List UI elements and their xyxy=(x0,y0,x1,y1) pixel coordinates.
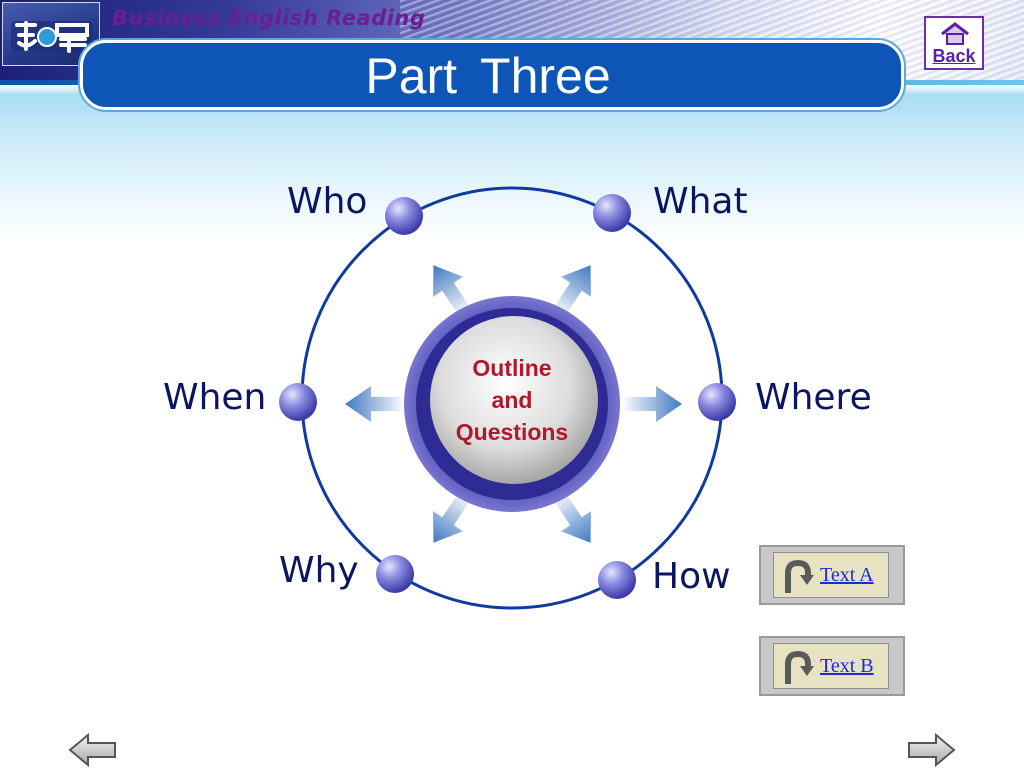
center-label-line-1: Outline xyxy=(472,355,552,381)
logo-icon xyxy=(2,2,100,66)
node-label-where: Where xyxy=(755,377,872,418)
node-label-how: How xyxy=(652,556,731,597)
center-label-line-2: and xyxy=(491,387,533,413)
node-where-ball xyxy=(698,383,736,421)
node-label-who: Who xyxy=(287,181,368,222)
node-why-ball xyxy=(376,555,414,593)
node-how-ball xyxy=(598,561,636,599)
node-label-what: What xyxy=(653,181,748,222)
text-a-button-face: Text A xyxy=(773,552,889,598)
back-button[interactable]: Back xyxy=(924,16,984,70)
node-who-ball xyxy=(385,197,423,235)
node-what-ball xyxy=(593,194,631,232)
node-label-why: Why xyxy=(279,550,359,591)
return-arrow-icon xyxy=(785,559,814,593)
course-title: Business English Reading xyxy=(112,6,426,30)
arrow-when xyxy=(345,386,405,422)
text-b-link[interactable]: Text B xyxy=(820,655,874,677)
home-icon xyxy=(941,22,969,45)
back-label: Back xyxy=(932,46,976,66)
text-b-button-face: Text B xyxy=(773,643,889,689)
arrow-where xyxy=(622,386,682,422)
page-title: Part Three xyxy=(365,48,611,104)
node-label-when: When xyxy=(163,377,267,418)
node-when-ball xyxy=(279,383,317,421)
text-a-link[interactable]: Text A xyxy=(820,564,874,586)
return-arrow-icon xyxy=(785,650,814,684)
next-arrow-icon[interactable] xyxy=(906,733,956,767)
text-b-button[interactable]: Text B xyxy=(759,636,905,696)
center-label: Outline and Questions xyxy=(428,352,596,448)
center-label-line-3: Questions xyxy=(455,419,569,445)
prev-arrow-icon[interactable] xyxy=(68,733,118,767)
text-a-button[interactable]: Text A xyxy=(759,545,905,605)
center-hub xyxy=(430,316,598,484)
title-bar: Part Three xyxy=(80,40,904,110)
